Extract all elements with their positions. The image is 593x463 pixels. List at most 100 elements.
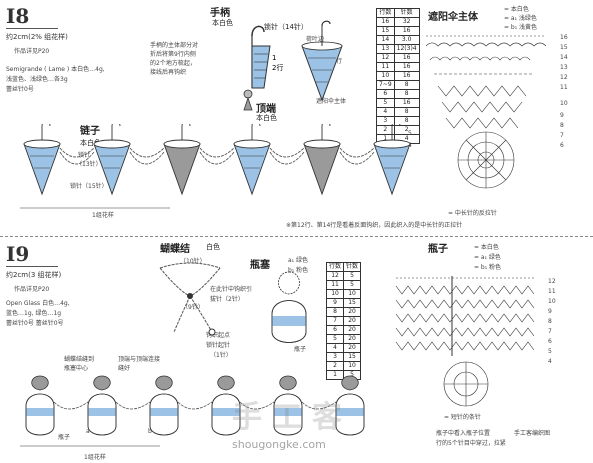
- handle-desc-1: 手柄的主体部分对: [150, 42, 199, 49]
- section-18-note: ※第12行、第14行是看着反面钩织，因此织入的是中长针的正拉针: [286, 222, 463, 229]
- row-mark-16: 16: [560, 34, 568, 41]
- section-18-material-1: Semigrande ( Lame ) 本白色…4g,: [6, 66, 105, 73]
- section-18-material-3: 蕾丝针0号: [6, 86, 34, 93]
- row19-mark-11: 11: [548, 288, 556, 295]
- section-19-size: 约2cm(3 组花样): [6, 271, 62, 279]
- handle-desc-3: 的2个地方梳起，: [150, 60, 196, 67]
- legend19-b: = b₁ 粉色: [474, 264, 502, 271]
- bow-note-1: 在此针中钩织引: [210, 286, 253, 293]
- section-18-material-2: 浅蓝色、浅绿色…各3g: [6, 76, 68, 83]
- chain19-note-2: 瓶塞中心: [64, 365, 89, 372]
- row-mark-7: 7: [560, 132, 564, 139]
- handle-color: 本白色: [212, 19, 233, 27]
- handle-chain-label: 锁针（14针）: [264, 23, 308, 31]
- bottle-chart-title: 瓶子: [428, 244, 448, 255]
- section-19-tag: 作品详见P20: [14, 286, 50, 293]
- tip-color: 本白色: [256, 114, 277, 122]
- umbrella-chart-title: 遮阳伞主体: [428, 12, 478, 23]
- edge-label: 荷叶边: [306, 36, 325, 43]
- row-mark-11: 11: [560, 84, 568, 91]
- table-header: 针数: [393, 8, 420, 18]
- row-mark-14: 14: [560, 54, 568, 61]
- row-hang-label: 行: [336, 58, 343, 65]
- table-header: 行数: [376, 8, 395, 18]
- watermark-logo: 手工客: [232, 400, 352, 435]
- section-divider: [0, 236, 593, 237]
- chain19-note-3: 顶端与顶端连接: [118, 356, 161, 363]
- row19-mark-7: 7: [548, 328, 552, 335]
- section-18-tag: 作品详见P20: [14, 48, 50, 55]
- row-mark-9: 9: [560, 112, 564, 119]
- bottle-label: 瓶子: [294, 346, 307, 353]
- handle-desc-4: 接线后再钩织: [150, 69, 187, 76]
- legend-b1: = b₁ 浅黄色: [504, 24, 538, 31]
- reverse-post-note: = 中长针的反拉针: [448, 210, 497, 217]
- row19-mark-8: 8: [548, 318, 552, 325]
- bottle-b-label: b: [148, 428, 152, 435]
- row-mark-5: 5: [408, 130, 412, 137]
- row19-mark-9: 9: [548, 308, 552, 315]
- table-header: 行数: [325, 262, 345, 272]
- tail-note-2: 行的5个针目中穿过，拉紧: [436, 440, 506, 447]
- umbrella-body-label: 遮阳伞主体: [316, 98, 347, 105]
- bottle-chain-label: 瓶子: [58, 434, 71, 441]
- bottle-crochet-chart: [395, 276, 536, 407]
- bow-start-2: 锁针起针: [206, 342, 231, 349]
- section-19-material-3: 蕾丝针0号 蕾丝针0号: [6, 320, 64, 327]
- stopper-a: a₁ 绿色: [288, 257, 308, 264]
- section-18-size: 约2cm(2% 组花样): [6, 33, 68, 41]
- short-stitch-note: = 短针的条针: [444, 414, 481, 421]
- tip-title: 顶端: [256, 104, 276, 115]
- umbrella-cone: [301, 45, 343, 102]
- watermark-corner: 手工客编织图: [514, 430, 551, 437]
- section-19-underline: [6, 266, 58, 267]
- legend19-a: = a₁ 绿色: [474, 254, 501, 261]
- bow-note-2: 拔针（2针）: [210, 296, 244, 303]
- umbrella-crochet-chart: [425, 35, 547, 189]
- legend19-white: = 本白色: [474, 244, 499, 251]
- row-mark-6: 6: [560, 142, 564, 149]
- svg-text:2行: 2行: [272, 63, 283, 72]
- handle-hook-icon: [251, 25, 265, 37]
- chain-st15: 锁针（15针）: [70, 183, 108, 190]
- bottle-a-label: a: [86, 428, 90, 435]
- section-18-underline: [6, 28, 58, 29]
- chain-color: 本白色: [80, 139, 101, 147]
- bottle-chain: [20, 375, 365, 447]
- stopper-diagram: [271, 271, 307, 343]
- bow-chain: （10针）: [180, 258, 206, 265]
- chain19-note-4: 缝好: [118, 365, 131, 372]
- row19-mark-10: 10: [548, 298, 556, 305]
- handle-desc-2: 折后将第9行内侧: [150, 51, 196, 58]
- legend-a1: = a₁ 浅绿色: [504, 15, 537, 22]
- bow-color: 白色: [206, 243, 220, 251]
- bow-diagram: [159, 262, 221, 336]
- row-mark-13: 13: [560, 64, 568, 71]
- bow-9: （9针）: [182, 304, 204, 311]
- section-18-number: I8: [6, 4, 30, 28]
- row-mark-10: 10: [560, 100, 568, 107]
- watermark-url: shougongke.com: [232, 438, 326, 451]
- chain-one-motif: 1组花样: [92, 212, 114, 219]
- row-mark-12: 12: [560, 74, 568, 81]
- handle-cone: [251, 45, 271, 89]
- stopper-title: 瓶塞: [250, 260, 270, 271]
- chain19-note-1: 蝴蝶结缝到: [64, 356, 95, 363]
- stopper-b: b₁ 粉色: [288, 267, 309, 274]
